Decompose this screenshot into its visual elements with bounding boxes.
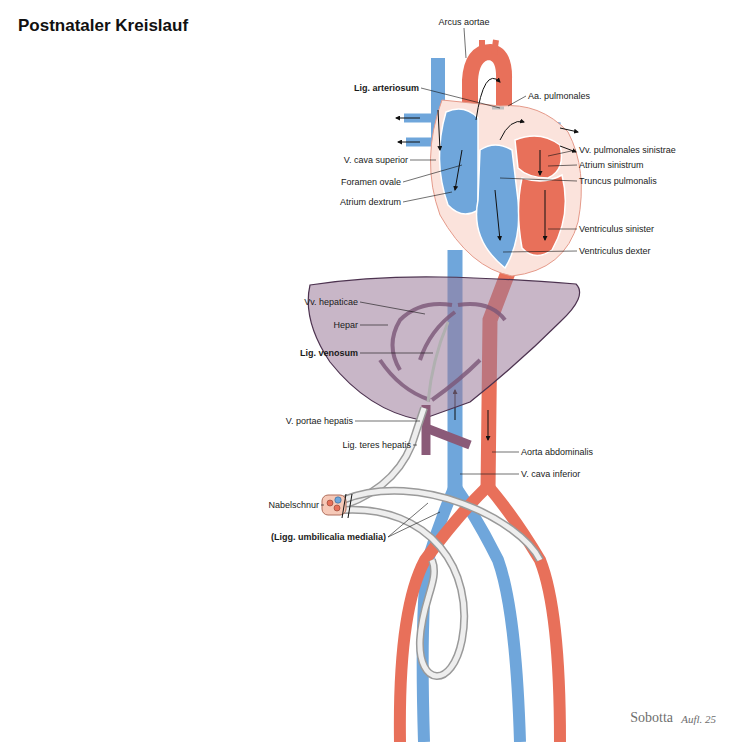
part-label: Lig. arteriosum <box>354 83 419 93</box>
leader-lines <box>460 474 519 475</box>
heart <box>519 175 566 256</box>
leader-lines <box>321 28 577 537</box>
part-label: (Ligg. umbilicalia medialia) <box>271 532 386 542</box>
heart <box>477 145 519 268</box>
portal-vein <box>426 428 470 445</box>
part-label: Atrium sinistrum <box>579 160 644 170</box>
leader-lines <box>421 88 500 108</box>
part-label: Ventriculus dexter <box>579 246 651 256</box>
ligaments <box>428 322 448 402</box>
liver <box>432 360 480 400</box>
leader-lines <box>503 251 577 252</box>
leader-lines <box>321 505 324 506</box>
aortic-arch <box>482 40 496 54</box>
liver <box>380 360 430 400</box>
leader-lines <box>360 325 388 326</box>
part-label: Vv. pulmonales sinistrae <box>579 145 676 155</box>
umbilical-cord <box>322 494 352 518</box>
part-label: Hepar <box>333 320 358 330</box>
flow-arrows <box>396 118 420 119</box>
part-label: V. portae hepatis <box>286 416 353 426</box>
heart <box>439 109 478 214</box>
umbilical-cord <box>335 497 341 503</box>
leader-lines <box>410 160 436 161</box>
leader-lines <box>464 28 466 58</box>
leader-lines <box>492 452 519 453</box>
flow-arrows <box>560 146 576 152</box>
leader-lines <box>548 165 577 166</box>
flow-arrows <box>455 150 462 190</box>
leader-lines <box>413 445 417 446</box>
part-label: Nabelschnur <box>268 500 319 510</box>
flow-arrows <box>540 150 541 175</box>
part-label: Aa. pulmonales <box>528 91 590 101</box>
heart <box>430 100 581 276</box>
leader-lines <box>403 192 452 202</box>
umbilical-cord <box>342 494 352 518</box>
umbilical-cord <box>327 500 333 506</box>
liver <box>380 304 505 400</box>
watermark: Aufl. 25 <box>681 713 716 726</box>
flow-arrows <box>545 190 546 240</box>
part-label: Lig. venosum <box>300 348 358 358</box>
leader-lines <box>388 503 440 537</box>
part-label: Vv. hepaticae <box>304 297 358 307</box>
flow-arrows <box>438 110 440 150</box>
leader-lines <box>548 229 577 230</box>
umbilical-cord <box>334 505 340 511</box>
liver <box>458 304 505 320</box>
part-label: Foramen ovale <box>341 177 401 187</box>
part-label: Ventriculus sinister <box>579 224 654 234</box>
ligaments <box>343 322 540 676</box>
ligaments <box>343 491 540 560</box>
part-label: V. cava inferior <box>521 469 580 479</box>
flow-arrows <box>500 121 524 140</box>
leader-lines <box>360 302 425 314</box>
heart <box>430 100 581 276</box>
part-label: Truncus pulmonalis <box>579 176 657 186</box>
flow-arrows <box>495 190 500 240</box>
umbilical-cord <box>322 495 346 515</box>
part-label: V. cava superior <box>344 155 408 165</box>
part-label: Arcus aortae <box>438 17 489 27</box>
ligaments <box>343 491 540 560</box>
watermark: Sobotta <box>630 710 673 726</box>
flow-arrows <box>476 78 500 120</box>
leader-lines <box>500 178 577 181</box>
leader-lines <box>548 150 576 156</box>
diagram-title: Postnataler Kreislauf <box>18 16 188 36</box>
part-label: Lig. teres hepatis <box>342 440 411 450</box>
part-label: Aorta abdominalis <box>521 447 593 457</box>
flow-arrows <box>398 142 420 143</box>
heart <box>515 136 562 178</box>
flow-arrows <box>560 128 578 132</box>
part-label: Atrium dextrum <box>340 197 401 207</box>
leader-lines <box>508 96 526 106</box>
portal-vein <box>426 405 470 455</box>
leader-lines <box>403 165 462 182</box>
leader-lines <box>355 421 420 422</box>
heart <box>492 107 504 110</box>
leader-lines <box>360 353 433 354</box>
flow-arrows <box>488 410 489 440</box>
